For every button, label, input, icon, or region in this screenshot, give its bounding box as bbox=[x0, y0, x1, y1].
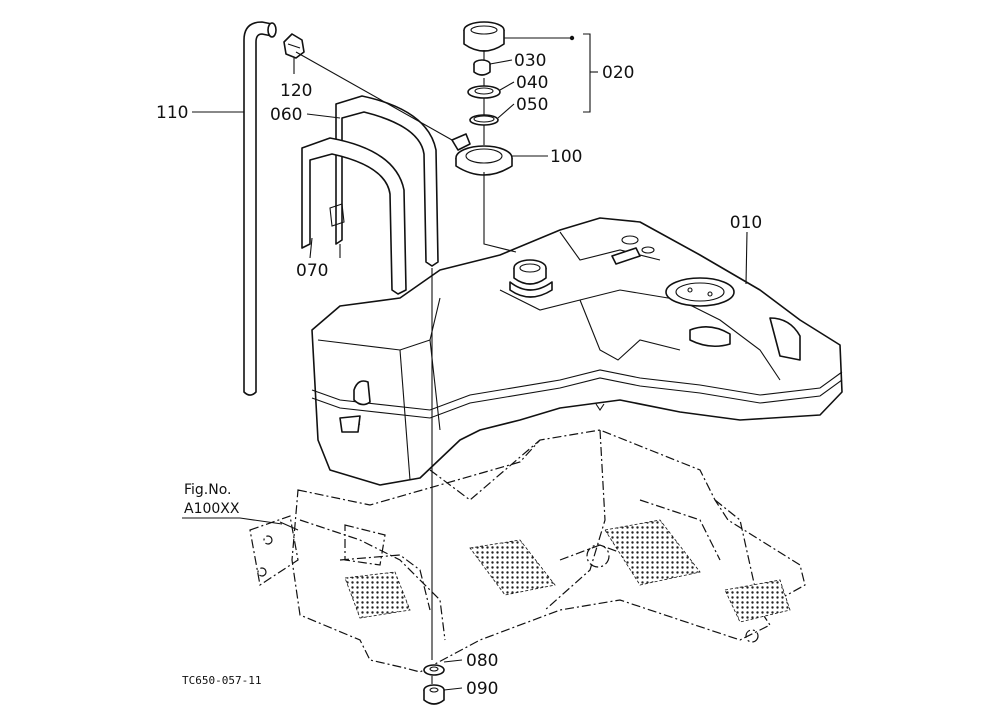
figure-ref-line2: A100XX bbox=[184, 501, 240, 517]
callout-labels: 010 020 030 040 050 060 070 080 090 100 … bbox=[156, 51, 762, 699]
callout-080: 080 bbox=[466, 651, 498, 671]
callout-060: 060 bbox=[270, 105, 302, 125]
callout-030: 030 bbox=[514, 51, 546, 71]
callout-050: 050 bbox=[516, 95, 548, 115]
tank-strap-070 bbox=[301, 137, 407, 295]
callout-020: 020 bbox=[602, 63, 634, 83]
tank-strap-060 bbox=[335, 95, 439, 267]
leader-dot bbox=[569, 35, 575, 41]
figure-ref-leader bbox=[182, 517, 283, 525]
fuel-cap-030 bbox=[463, 21, 505, 76]
callout-040: 040 bbox=[516, 73, 548, 93]
frame-step-plate bbox=[249, 429, 806, 673]
o-ring-050 bbox=[469, 114, 499, 126]
cushion-080 bbox=[423, 664, 445, 676]
callout-120: 120 bbox=[280, 81, 312, 101]
figure-ref-line1: Fig.No. bbox=[184, 482, 232, 498]
cushion-090 bbox=[423, 684, 445, 705]
callout-070: 070 bbox=[296, 261, 328, 281]
hose-110 bbox=[243, 21, 277, 396]
assembly-lines bbox=[295, 50, 517, 684]
drawing-code: TC650-057-11 bbox=[182, 674, 261, 687]
leader-lines bbox=[192, 33, 748, 691]
hose-clip-120 bbox=[283, 33, 305, 59]
callout-110: 110 bbox=[156, 103, 188, 123]
gasket-040 bbox=[467, 85, 501, 99]
callout-100: 100 bbox=[550, 147, 582, 167]
filler-neck-100 bbox=[451, 133, 513, 176]
callout-090: 090 bbox=[466, 679, 498, 699]
callout-010: 010 bbox=[730, 213, 762, 233]
